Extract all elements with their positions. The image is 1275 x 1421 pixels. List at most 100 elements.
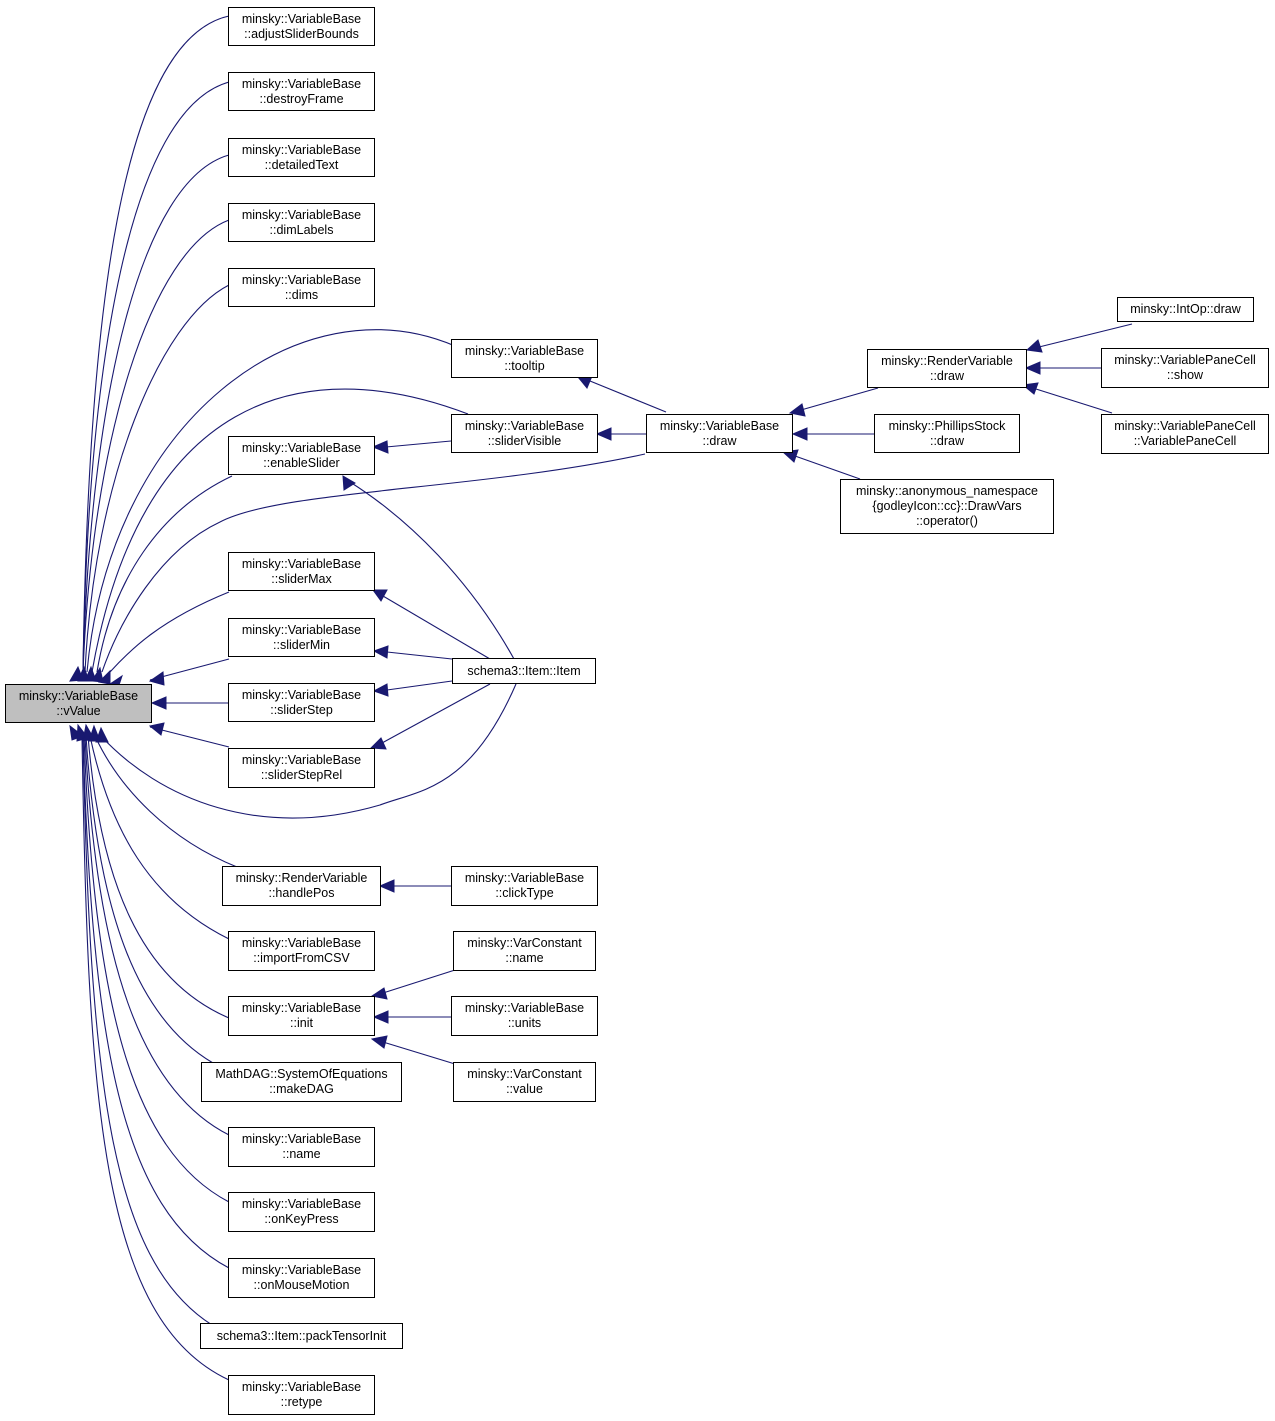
node-label: ::sliderMin [273, 637, 330, 652]
node-label: ::value [506, 1082, 543, 1096]
node-import-from-csv[interactable]: minsky::VariableBase ::importFromCSV [228, 931, 375, 971]
node-label: minsky::VariableBase [659, 418, 780, 433]
edge-sliderVisible-to-enableSlider [385, 440, 452, 448]
edge-schemaItem-to-sliderMax [382, 595, 491, 660]
edge-onMouseMotion-to-vValue [82, 735, 230, 1269]
node-label: ::name [282, 1147, 321, 1161]
node-label: minsky::VariableBase [241, 1197, 362, 1211]
node-label: minsky::VariableBase [241, 556, 362, 571]
edge-retype-to-vValue [81, 735, 230, 1381]
node-varconstant-value[interactable]: minsky::VarConstant ::value [453, 1062, 596, 1102]
node-label: minsky::VariableBase [241, 440, 362, 455]
node-panecell-show[interactable]: minsky::VariablePaneCell ::show [1101, 348, 1269, 388]
node-label: minsky::VariableBase [241, 142, 362, 157]
node-label: minsky::VariableBase [241, 1001, 362, 1015]
edge-drawVarsOp-to-vbDraw [794, 455, 861, 480]
node-dim-labels[interactable]: minsky::VariableBase ::dimLabels [228, 203, 375, 242]
node-variablebase-draw[interactable]: minsky::VariableBase ::draw [646, 414, 793, 453]
node-label: MathDAG::SystemOfEquations [215, 1067, 388, 1081]
node-label: ::units [507, 1016, 542, 1030]
edge-paneCellCtor-to-renderVariableDraw [1035, 388, 1113, 414]
node-label: schema3::Item::Item [467, 663, 581, 678]
node-label: ::enableSlider [263, 455, 340, 470]
node-make-dag[interactable]: MathDAG::SystemOfEquations ::makeDAG [201, 1062, 402, 1102]
arrowhead [378, 879, 395, 893]
node-retype[interactable]: minsky::VariableBase ::retype [228, 1375, 375, 1415]
edge-dimLabels-to-vValue [82, 219, 230, 673]
arrowhead [370, 1035, 388, 1049]
node-slider-step[interactable]: minsky::VariableBase ::sliderStep [228, 683, 375, 722]
node-label: ::destroyFrame [259, 91, 344, 106]
node-panecell-ctor[interactable]: minsky::VariablePaneCell ::VariablePaneC… [1101, 414, 1269, 454]
node-slider-visible[interactable]: minsky::VariableBase ::sliderVisible [451, 414, 598, 453]
node-slider-step-rel[interactable]: minsky::VariableBase ::sliderStepRel [228, 748, 375, 788]
edge-varConstValue-to-init [382, 1041, 456, 1065]
edge-sliderMax-to-vValue [109, 591, 230, 673]
node-intop-draw[interactable]: minsky::IntOp::draw [1117, 297, 1254, 322]
arrowhead [1025, 339, 1043, 353]
node-label: ::importFromCSV [253, 951, 350, 965]
node-handle-pos[interactable]: minsky::RenderVariable ::handlePos [222, 866, 381, 906]
arrowhead [371, 440, 389, 454]
edge-packTensorInit-to-vValue [82, 735, 213, 1326]
edge-schemaItem-to-vValue [99, 683, 517, 819]
edge-renderVariableDraw-to-vbDraw [800, 387, 879, 411]
node-rendervariable-draw[interactable]: minsky::RenderVariable ::draw [867, 349, 1027, 388]
arrowhead [372, 683, 389, 697]
node-label: ::dimLabels [269, 222, 334, 237]
node-label: ::onMouseMotion [253, 1278, 350, 1292]
node-variablebase-name[interactable]: minsky::VariableBase ::name [228, 1127, 375, 1167]
node-click-type[interactable]: minsky::VariableBase ::clickType [451, 866, 598, 906]
edge-importFromCSV-to-vValue [89, 735, 230, 940]
edge-sliderVisible-to-vValue [91, 388, 469, 673]
node-label: ::adjustSliderBounds [244, 26, 359, 41]
edge-vbName-to-vValue [84, 735, 230, 1136]
node-label: ::name [505, 951, 544, 965]
edge-varConstName-to-init [382, 969, 456, 994]
arrowhead [372, 645, 389, 659]
edge-makeDAG-to-vValue [85, 735, 214, 1064]
edge-vbDraw-to-vValue [101, 453, 646, 673]
node-variablebase-units[interactable]: minsky::VariableBase ::units [451, 996, 598, 1036]
node-label: minsky::VariableBase [464, 343, 585, 358]
node-init[interactable]: minsky::VariableBase ::init [228, 996, 375, 1036]
node-label: minsky::VariableBase [241, 936, 362, 950]
node-label: ::detailedText [264, 157, 339, 172]
node-destroy-frame[interactable]: minsky::VariableBase ::destroyFrame [228, 72, 375, 111]
node-on-mouse-motion[interactable]: minsky::VariableBase ::onMouseMotion [228, 1258, 375, 1298]
node-slider-max[interactable]: minsky::VariableBase ::sliderMax [228, 552, 375, 591]
node-tooltip[interactable]: minsky::VariableBase ::tooltip [451, 339, 598, 378]
node-label: ::VariablePaneCell [1133, 434, 1237, 448]
node-vvalue[interactable]: minsky::VariableBase ::vValue [5, 684, 152, 723]
node-label: minsky::PhillipsStock [888, 418, 1006, 433]
arrowhead [84, 665, 97, 682]
node-drawvars-operator[interactable]: minsky::anonymous_namespace {godleyIcon:… [840, 479, 1054, 534]
node-pack-tensor-init[interactable]: schema3::Item::packTensorInit [200, 1323, 403, 1349]
node-adjust-slider-bounds[interactable]: minsky::VariableBase ::adjustSliderBound… [228, 7, 375, 46]
node-label: minsky::VariableBase [241, 1263, 362, 1277]
arrowhead [372, 1010, 389, 1024]
edge-adjustSliderBounds-to-vValue [82, 15, 230, 673]
node-label: minsky::VarConstant [467, 1067, 582, 1081]
edge-dims-to-vValue [84, 284, 230, 673]
node-label: minsky::VariableBase [241, 272, 362, 287]
node-detailed-text[interactable]: minsky::VariableBase ::detailedText [228, 138, 375, 177]
node-varconstant-name[interactable]: minsky::VarConstant ::name [453, 931, 596, 971]
node-label: minsky::VariablePaneCell [1114, 353, 1256, 367]
node-label: minsky::VariableBase [18, 688, 139, 703]
node-slider-min[interactable]: minsky::VariableBase ::sliderMin [228, 618, 375, 657]
node-dims[interactable]: minsky::VariableBase ::dims [228, 268, 375, 307]
arrowhead [148, 671, 165, 686]
node-on-key-press[interactable]: minsky::VariableBase ::onKeyPress [228, 1192, 375, 1232]
arrowhead [370, 987, 388, 1000]
edge-onKeyPress-to-vValue [83, 735, 230, 1203]
node-label: minsky::IntOp::draw [1130, 302, 1241, 316]
node-label: ::operator() [916, 514, 978, 528]
node-label: ::handlePos [268, 886, 335, 900]
node-schema-item[interactable]: schema3::Item::Item [452, 658, 596, 684]
node-phillipsstock-draw[interactable]: minsky::PhillipsStock ::draw [874, 414, 1020, 453]
node-enable-slider[interactable]: minsky::VariableBase ::enableSlider [228, 436, 375, 475]
node-label: minsky::anonymous_namespace [855, 484, 1039, 498]
